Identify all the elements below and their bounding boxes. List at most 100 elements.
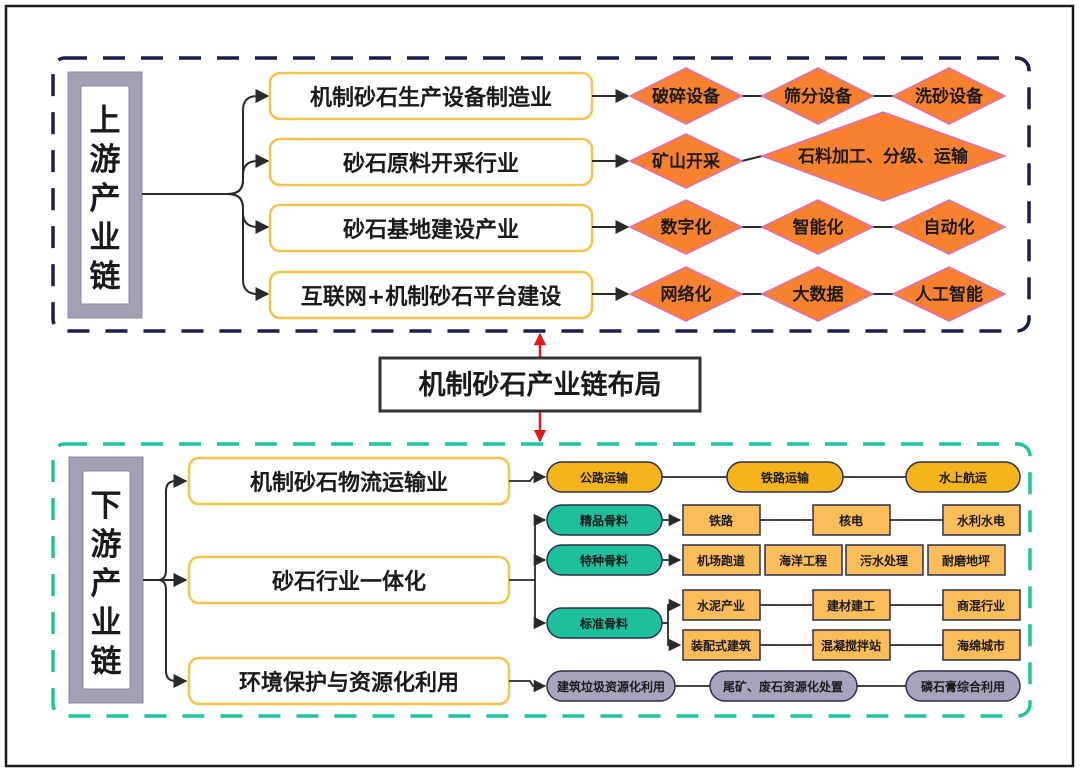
item-label: 铁路运输 [761,470,810,485]
page-title: 机制砂石产业链布局 [419,369,662,401]
category-label: 机制砂石物流运输业 [250,470,448,496]
downstream-label-char: 产 [91,566,122,602]
upstream-item-diamond[interactable]: 网络化 [628,266,744,322]
recycle-item[interactable]: 尾矿、废石资源化处置 [709,670,858,702]
application-item[interactable]: 铁路 [682,504,761,536]
item-label: 海洋工程 [779,553,827,568]
downstream-category[interactable]: 环境保护与资源化利用 [187,656,511,706]
upstream-item-diamond[interactable]: 洗砂设备 [891,67,1007,125]
item-label: 水泥产业 [697,598,745,613]
upstream-category[interactable]: 机制砂石生产设备制造业 [268,71,594,121]
category-label: 砂石原料开采行业 [343,151,519,177]
transport-item[interactable]: 公路运输 [546,461,663,493]
downstream-connectors [143,474,188,688]
item-label: 精品骨料 [580,513,628,528]
upstream-item-diamond[interactable]: 数字化 [628,199,744,255]
item-label: 智能化 [793,217,844,238]
downstream-category[interactable]: 砂石行业一体化 [187,555,511,605]
transport-item[interactable]: 水上航运 [905,461,1021,493]
upstream-item-diamond[interactable]: 破碎设备 [628,67,744,125]
application-item[interactable]: 核电 [812,504,891,536]
item-label: 水上航运 [939,470,987,485]
downstream-category[interactable]: 机制砂石物流运输业 [187,456,511,506]
item-label: 铁路 [709,513,734,528]
upstream-category[interactable]: 互联网+机制砂石平台建设 [268,270,594,320]
downstream-label-char: 链 [91,644,122,680]
item-label: 机场跑道 [697,553,745,568]
application-item[interactable]: 水利水电 [942,504,1021,536]
application-item[interactable]: 建材建工 [812,589,891,621]
category-label: 环境保护与资源化利用 [239,670,459,696]
item-label: 耐磨地坪 [942,553,990,568]
upstream-label: 上 游 产 业 链 [67,71,143,319]
application-item[interactable]: 耐磨地坪 [927,544,1006,576]
item-label: 混凝搅拌站 [821,638,881,653]
item-label: 装配式建筑 [690,638,751,653]
upstream-category[interactable]: 砂石原料开采行业 [268,137,594,187]
application-item[interactable]: 海绵城市 [942,629,1021,661]
item-label: 矿山开采 [652,151,720,172]
title-box [378,356,702,413]
item-label: 公路运输 [580,470,629,485]
item-label: 核电 [839,513,863,528]
item-label: 商混行业 [957,598,1005,613]
category-label: 互联网+机制砂石平台建设 [301,284,561,310]
application-item[interactable]: 污水处理 [845,544,924,576]
item-label: 海绵城市 [957,638,1005,653]
item-label: 数字化 [661,217,712,238]
transport-item[interactable]: 铁路运输 [726,461,844,493]
upstream-label-char: 产 [90,181,121,217]
item-label: 水利水电 [957,513,1005,528]
item-label: 大数据 [793,284,844,305]
upstream-item-diamond[interactable]: 筛分设备 [760,67,875,125]
upstream-item-diamond[interactable]: 矿山开采 [628,133,744,189]
item-label: 人工智能 [915,284,983,305]
upstream-label-char: 上 [90,103,121,139]
upstream-connectors [142,89,270,301]
application-item[interactable]: 装配式建筑 [682,629,761,661]
upstream-item-connectors [592,89,893,301]
downstream-label-char: 业 [91,605,122,641]
downstream-label: 下 游 产 业 链 [68,456,144,704]
application-item[interactable]: 混凝搅拌站 [812,629,891,661]
item-label: 建筑垃圾资源化利用 [556,679,665,694]
aggregate-type[interactable]: 精品骨料 [546,504,663,536]
recycle-item[interactable]: 建筑垃圾资源化利用 [546,670,676,702]
item-label: 尾矿、废石资源化处置 [723,679,843,694]
item-label: 自动化 [924,217,975,238]
upstream-item-diamond[interactable]: 自动化 [891,199,1007,255]
item-label: 筛分设备 [784,86,853,107]
application-item[interactable]: 商混行业 [942,589,1021,621]
aggregate-type[interactable]: 标准骨料 [546,607,663,639]
application-item[interactable]: 水泥产业 [682,589,761,621]
recycle-item[interactable]: 磷石膏综合利用 [905,670,1021,702]
downstream-region [51,442,1032,718]
upstream-region [51,56,1031,333]
downstream-item-connectors [509,470,943,693]
item-label: 石料加工、分级、运输 [797,146,969,167]
upstream-item-diamond[interactable]: 石料加工、分级、运输 [759,111,1008,202]
category-label: 机制砂石生产设备制造业 [310,85,552,111]
item-label: 建材建工 [826,598,875,613]
upstream-label-char: 链 [90,259,121,295]
downstream-label-char: 下 [91,488,122,524]
upstream-item-diamond[interactable]: 大数据 [760,266,875,322]
upstream-label-char: 业 [90,220,121,256]
application-item[interactable]: 机场跑道 [682,544,761,576]
category-label: 砂石基地建设产业 [343,217,519,243]
item-label: 磷石膏综合利用 [921,679,1005,694]
item-label: 标准骨料 [579,616,628,631]
item-label: 特种骨料 [580,553,628,568]
upstream-category[interactable]: 砂石基地建设产业 [268,203,594,253]
upstream-item-diamond[interactable]: 智能化 [760,199,875,255]
upstream-label-char: 游 [90,142,121,178]
item-label: 洗砂设备 [915,86,984,107]
downstream-label-char: 游 [91,527,122,563]
category-label: 砂石行业一体化 [272,569,426,595]
item-label: 破碎设备 [652,86,721,107]
application-item[interactable]: 海洋工程 [764,544,843,576]
item-label: 网络化 [661,284,712,305]
upstream-item-diamond[interactable]: 人工智能 [891,266,1007,322]
aggregate-type[interactable]: 特种骨料 [546,544,663,576]
